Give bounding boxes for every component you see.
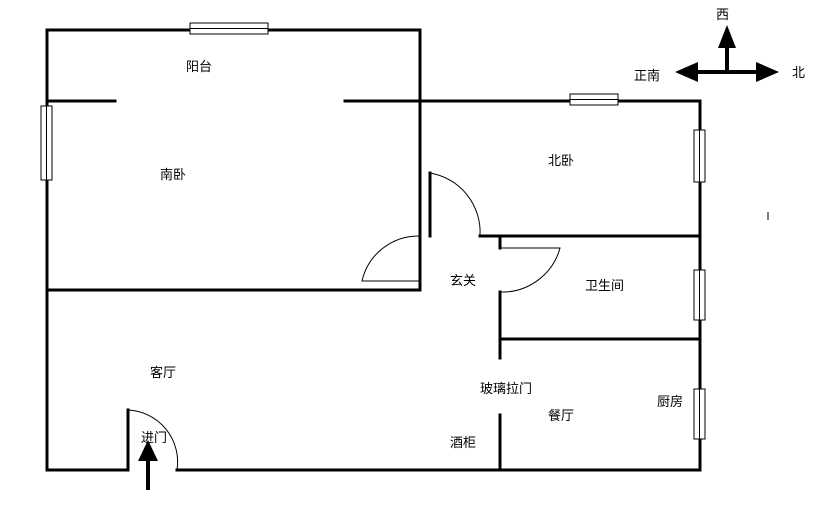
- wall-north-top: [418, 99, 702, 472]
- compass-north-label: 北: [792, 66, 806, 81]
- door-bathroom: [499, 247, 561, 293]
- label-living-room: 客厅: [150, 366, 177, 381]
- compass-south-label: 正南: [634, 69, 661, 84]
- wall-balcony-outer: [45, 28, 422, 292]
- label-balcony: 阳台: [186, 60, 213, 75]
- label-kitchen: 厨房: [657, 395, 684, 410]
- compass-rose-icon: [675, 25, 779, 82]
- walls: [45, 28, 702, 472]
- door-north-bedroom: [429, 172, 481, 237]
- label-dining-room: 餐厅: [548, 409, 575, 424]
- label-bathroom: 卫生间: [585, 279, 625, 294]
- label-foyer: 玄关: [450, 274, 477, 289]
- windows: [40, 22, 706, 440]
- door-south-bedroom: [361, 235, 421, 282]
- compass-west-label: 西: [716, 8, 730, 23]
- label-north-bedroom: 北卧: [548, 154, 575, 169]
- door-entrance: [127, 409, 179, 471]
- label-entrance: 进门: [141, 431, 168, 446]
- entrance-arrow-icon: [138, 440, 158, 490]
- label-wine-cabinet: 酒柜: [450, 436, 477, 451]
- label-glass-door: 玻璃拉门: [480, 382, 533, 397]
- doors: [127, 172, 561, 471]
- label-south-bedroom: 南卧: [160, 168, 187, 183]
